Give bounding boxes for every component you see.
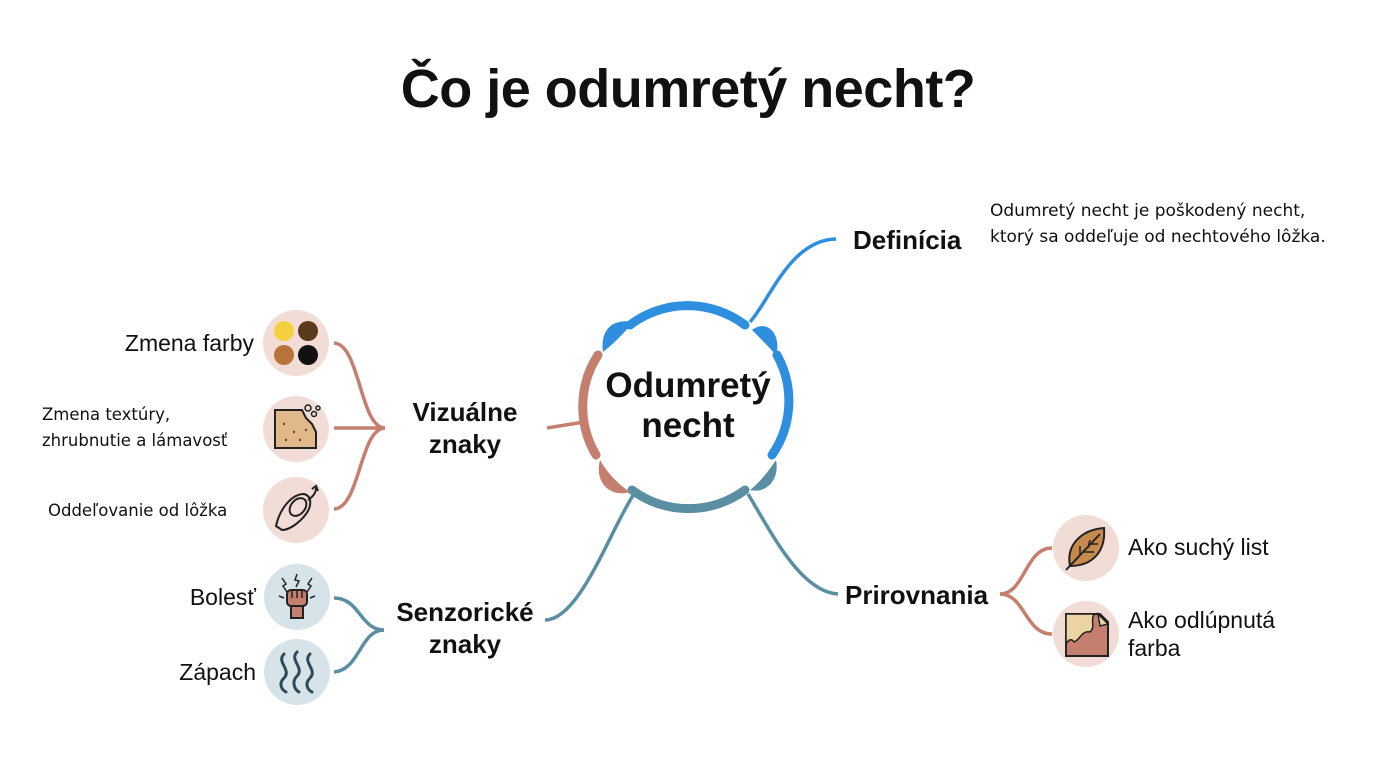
ring-tab-top-right (752, 326, 778, 355)
item-peeling-paint-label: Ako odlúpnutá farba (1128, 606, 1275, 662)
item-texture-change-label: Zmena textúry, zhrubnutie a lámavosť (42, 402, 227, 454)
dry-leaf-icon (1053, 515, 1119, 581)
item-separation-label: Oddeľovanie od lôžka (48, 501, 228, 520)
branch-sensory-label: Senzorické znaky (390, 596, 540, 660)
ring-tab-bottom-right (750, 460, 777, 491)
color-dots-icon (263, 310, 329, 376)
ring-arc-bottom (627, 485, 750, 514)
connector-definition (748, 237, 837, 324)
center-ring (578, 301, 794, 514)
item-dry-leaf-label: Ako suchý list (1128, 534, 1269, 560)
connector-comparisons (746, 493, 839, 596)
connector-visual (546, 420, 585, 430)
item-color-change-label: Zmena farby (124, 330, 254, 356)
ring-tab-top-left (602, 321, 634, 352)
center-node: Odumretý necht (598, 366, 778, 446)
item-peeling-line-1: Ako odlúpnutá (1128, 607, 1276, 633)
branch-visual-line-2: znaky (428, 429, 502, 459)
ring-arc-left (578, 350, 603, 460)
odor-waves-icon (264, 639, 330, 705)
finger-nail-icon (263, 477, 329, 543)
ring-tab-bottom-left (598, 460, 630, 494)
ring-arc-top (625, 301, 750, 330)
connector-sensory (544, 493, 636, 622)
center-line-2: necht (641, 406, 735, 445)
branch-comparisons-label: Prirovnania (845, 580, 989, 610)
pain-fist-icon (264, 564, 330, 630)
branch-definition-label: Definícia (853, 225, 962, 255)
branch-visual-label: Vizuálne znaky (400, 396, 530, 460)
item-texture-line-2: zhrubnutie a lámavosť (42, 431, 228, 450)
branch-visual-line-1: Vizuálne (412, 397, 518, 427)
item-peeling-line-2: farba (1128, 635, 1181, 661)
page-title: Čo je odumretý necht? (400, 59, 976, 119)
item-odor-label: Zápach (179, 659, 256, 685)
peeling-paint-icon (1053, 601, 1119, 667)
sensory-bracket (333, 596, 385, 674)
item-texture-line-1: Zmena textúry, (42, 405, 171, 424)
ring-arc-right (767, 350, 794, 460)
definition-text: Odumretý necht je poškodený necht, ktorý… (990, 201, 1326, 247)
crumbling-texture-icon (263, 396, 329, 462)
branch-sensory-line-1: Senzorické (396, 597, 534, 627)
center-line-1: Odumretý (605, 366, 771, 405)
visual-bracket (333, 341, 386, 511)
branch-sensory-line-2: znaky (428, 629, 502, 659)
comparisons-bracket (999, 546, 1053, 636)
item-pain-label: Bolesť (189, 584, 256, 610)
